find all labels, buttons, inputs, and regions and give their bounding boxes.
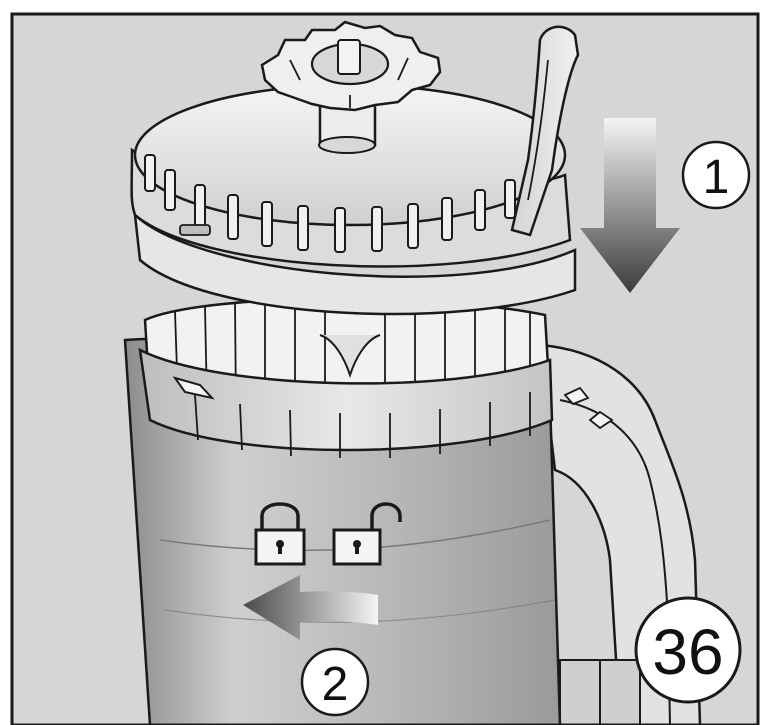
step-2-label: 2 xyxy=(322,658,349,711)
figure-number-label: 36 xyxy=(652,616,723,688)
arrow-left-icon xyxy=(243,575,378,640)
step-1-callout: 1 xyxy=(681,140,751,210)
step-2-callout: 2 xyxy=(300,647,370,717)
lock-open-icon xyxy=(332,502,402,566)
arrow-down-icon xyxy=(580,118,680,293)
cog-wheel xyxy=(260,20,442,112)
lock-closed-icon xyxy=(254,502,306,566)
step-1-label: 1 xyxy=(703,151,730,204)
figure-number-badge: 36 xyxy=(634,596,742,704)
figure-border xyxy=(10,12,760,725)
cap-handle xyxy=(510,25,580,237)
filter-cap xyxy=(130,83,577,316)
locking-ring xyxy=(138,347,554,458)
